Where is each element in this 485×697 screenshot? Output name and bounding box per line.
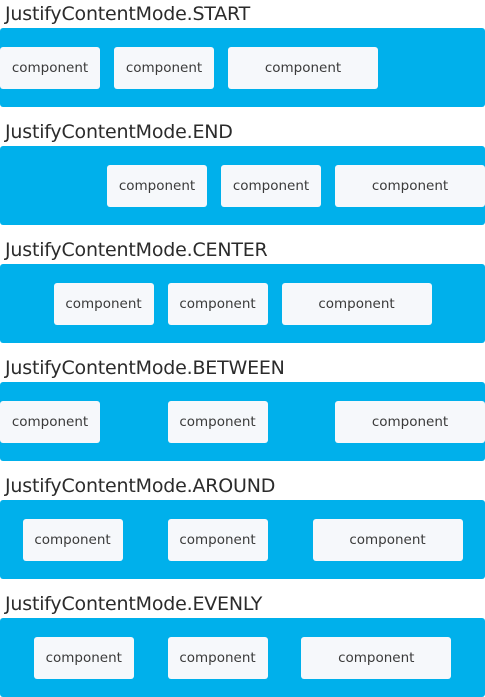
component-box: component [167, 518, 268, 561]
component-box: component [335, 400, 485, 443]
flex-row: component component component [0, 146, 485, 225]
component-box: component [221, 164, 321, 207]
section-title: JustifyContentMode.AROUND [5, 475, 276, 497]
section-title: JustifyContentMode.EVENLY [5, 593, 263, 615]
component-box: component [335, 164, 485, 207]
component-box: component [281, 282, 432, 325]
component-box: component [167, 400, 268, 443]
component-box: component [53, 282, 154, 325]
flex-row: component component component [0, 382, 485, 461]
flex-row: component component component [0, 618, 485, 697]
section-title: JustifyContentMode.END [5, 121, 233, 143]
component-box: component [167, 636, 268, 679]
component-box: component [33, 636, 134, 679]
component-box: component [0, 46, 100, 89]
component-box: component [22, 518, 123, 561]
component-box: component [167, 282, 268, 325]
component-box: component [114, 46, 214, 89]
section-title: JustifyContentMode.START [5, 3, 251, 25]
flex-row: component component component [0, 264, 485, 343]
flex-row: component component component [0, 500, 485, 579]
component-box: component [107, 164, 207, 207]
component-box: component [228, 46, 378, 89]
component-box: component [312, 518, 463, 561]
component-box: component [301, 636, 452, 679]
flex-row: component component component [0, 28, 485, 107]
section-title: JustifyContentMode.CENTER [5, 239, 268, 261]
section-title: JustifyContentMode.BETWEEN [5, 357, 285, 379]
component-box: component [0, 400, 100, 443]
